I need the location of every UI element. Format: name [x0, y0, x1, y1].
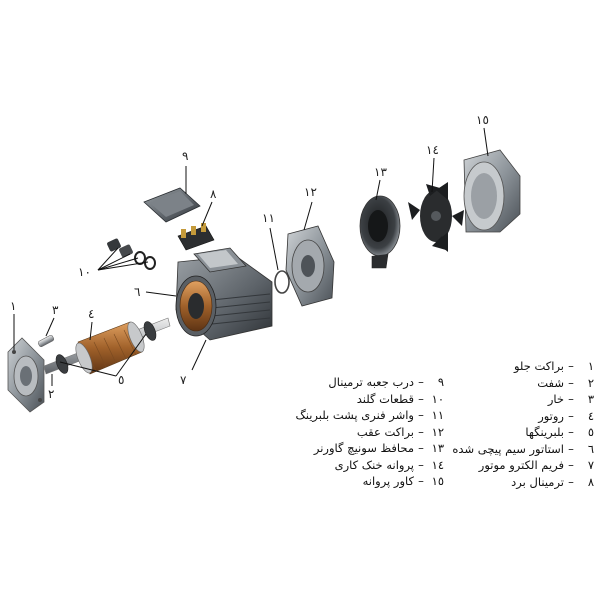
callout-3: ٣ [52, 303, 59, 317]
callout-9: ٩ [182, 149, 188, 163]
legend-item: ١٤–پروانه خنک کاری [334, 457, 444, 472]
legend-left: ٩–درب جعبه ترمینال ١٠–قطعات گلند ١١–واشر… [295, 374, 444, 490]
callout-5: ٥ [118, 373, 124, 387]
legend-item: ٩–درب جعبه ترمینال [328, 375, 444, 389]
legend-item: ١٢–براکت عقب [356, 424, 444, 439]
callout-7: ٧ [180, 373, 187, 387]
legend-item: ١٥–کاور پروانه [362, 474, 444, 488]
cooling-fan [408, 182, 464, 252]
callout-2: ٢ [48, 387, 54, 401]
legend-item: ٨–ترمینال برد [511, 474, 594, 489]
front-bracket [7, 337, 45, 413]
spring-washer [274, 270, 290, 294]
callout-11: ١١ [262, 211, 275, 225]
fan-cover [463, 149, 521, 233]
motor-frame [175, 247, 273, 341]
legend-item: ٧–فریم الکترو موتور [478, 458, 594, 472]
governor-switch-guard [359, 195, 401, 269]
bearings [55, 321, 157, 374]
callout-1: ١ [10, 299, 16, 313]
shaft-key [37, 335, 55, 347]
callout-8: ٨ [210, 187, 217, 201]
legend-item: ٤–روتور [538, 408, 594, 423]
leader-lines [13, 127, 489, 386]
callout-14: ١٤ [426, 143, 439, 157]
legend-item: ١٠–قطعات گلند [356, 391, 444, 406]
rear-bracket [285, 225, 335, 307]
wound-stator [179, 280, 213, 332]
callout-4: ٤ [88, 307, 94, 321]
callout-numbers: ١ ٢ ٣ ٤ ٥ ٦ ٧ ٨ ٩ ١٠ ١١ ١٢ ١٣ ١٤ ١٥ [10, 113, 489, 401]
rotor [75, 321, 145, 375]
legend-item: ١٣–محافظ سونیچ گاورنر [313, 441, 444, 455]
legend-right: ١–براکت جلو ٢–شفت ٣–خار ٤–روتور ٥–بلبرین… [452, 358, 594, 490]
shaft-rotor-assembly [43, 317, 171, 375]
callout-13: ١٣ [374, 165, 387, 179]
terminal-box-cover [143, 187, 201, 223]
legend-item: ٢–شفت [537, 375, 594, 390]
legend-item: ١١–واشر فنری پشت بلبرینگ [295, 408, 444, 422]
callout-10: ١٠ [78, 265, 91, 279]
callout-12: ١٢ [304, 185, 317, 199]
legend-item: ١–براکت جلو [513, 359, 594, 373]
callout-15: ١٥ [476, 113, 489, 127]
callout-6: ٦ [134, 285, 140, 299]
legend-item: ٣–خار [547, 392, 594, 406]
legend-item: ٦–استاتور سیم پیچی شده [452, 441, 594, 456]
legend-item: ٥–بلبرینگها [525, 425, 594, 439]
terminal-board [177, 223, 215, 251]
